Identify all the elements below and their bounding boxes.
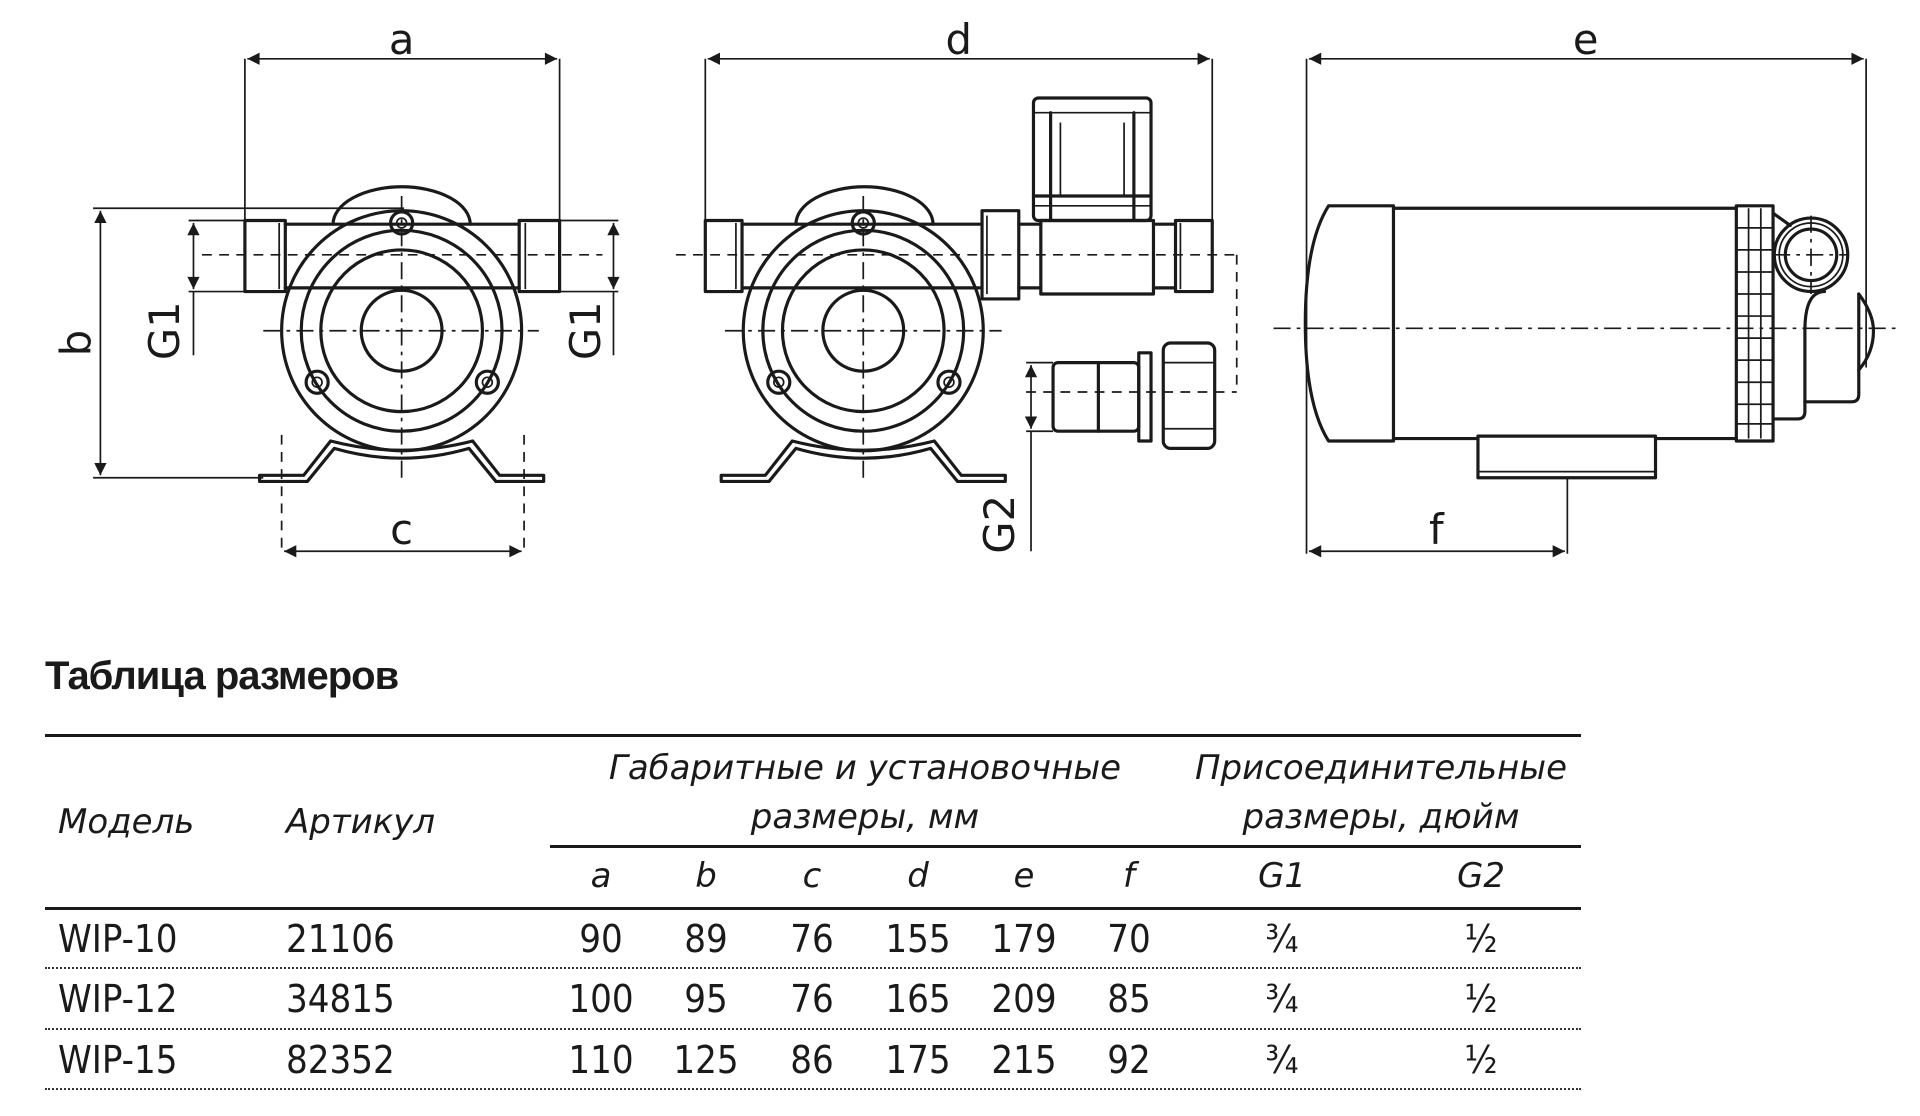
cell-g2: ½ xyxy=(1464,977,1498,1021)
cell-c: 76 xyxy=(790,917,834,961)
col-header-g1: G1 xyxy=(1258,856,1306,896)
subheader-rule xyxy=(550,845,1581,848)
dim-label-d: d xyxy=(946,15,972,64)
table-top-rule xyxy=(45,734,1581,737)
dim-label-a: a xyxy=(389,15,415,64)
col-header-a: a xyxy=(590,856,612,896)
dim-label-c: c xyxy=(390,505,413,554)
col-header-f: f xyxy=(1123,856,1135,896)
cell-a: 110 xyxy=(568,1038,634,1082)
cell-model: WIP-10 xyxy=(58,917,178,961)
row-divider xyxy=(45,1028,1581,1030)
cell-g2: ½ xyxy=(1464,1038,1498,1082)
front-view: a b G1 G1 xyxy=(52,15,620,558)
cell-b: 89 xyxy=(684,917,728,961)
dim-label-f: f xyxy=(1429,505,1445,554)
cell-d: 155 xyxy=(885,917,951,961)
dim-label-g1-left: G1 xyxy=(140,301,189,360)
header-model: Модель xyxy=(58,802,195,842)
col-header-b: b xyxy=(695,856,717,896)
header-connection-line1: Присоединительные xyxy=(1194,748,1568,788)
cell-e: 215 xyxy=(991,1038,1057,1082)
cell-a: 90 xyxy=(579,917,623,961)
side-view: e f xyxy=(1273,15,1898,558)
cell-article: 82352 xyxy=(286,1038,395,1082)
dim-label-b: b xyxy=(52,330,101,356)
header-overall-line2: размеры, мм xyxy=(750,797,980,837)
col-header-e: e xyxy=(1013,856,1035,896)
cell-d: 175 xyxy=(885,1038,951,1082)
cell-e: 179 xyxy=(991,917,1057,961)
col-header-g2: G2 xyxy=(1457,856,1505,896)
cell-article: 21106 xyxy=(286,917,395,961)
table-title: Таблица размеров xyxy=(45,654,399,698)
cell-c: 76 xyxy=(790,977,834,1021)
header-bottom-rule xyxy=(45,907,1581,910)
header-overall-line1: Габаритные и установочные xyxy=(608,748,1122,788)
col-header-c: c xyxy=(802,856,822,896)
dim-label-g1-right: G1 xyxy=(561,301,610,360)
cell-f: 70 xyxy=(1107,917,1151,961)
cell-g1: ¾ xyxy=(1265,917,1299,961)
cell-b: 125 xyxy=(673,1038,739,1082)
cell-c: 86 xyxy=(790,1038,834,1082)
cell-d: 165 xyxy=(885,977,951,1021)
cell-g1: ¾ xyxy=(1265,977,1299,1021)
cell-f: 92 xyxy=(1107,1038,1151,1082)
cell-f: 85 xyxy=(1107,977,1151,1021)
front-view-with-fittings: d xyxy=(675,15,1238,554)
dim-label-g2: G2 xyxy=(975,495,1024,554)
cell-g1: ¾ xyxy=(1265,1038,1299,1082)
header-connection-line2: размеры, дюйм xyxy=(1242,797,1520,837)
header-article: Артикул xyxy=(286,802,436,842)
row-divider xyxy=(45,967,1581,969)
cell-article: 34815 xyxy=(286,977,395,1021)
cell-a: 100 xyxy=(568,977,634,1021)
col-header-d: d xyxy=(907,856,929,896)
cell-b: 95 xyxy=(684,977,728,1021)
cell-model: WIP-12 xyxy=(58,977,178,1021)
row-divider xyxy=(45,1088,1581,1090)
cell-g2: ½ xyxy=(1464,917,1498,961)
cell-e: 209 xyxy=(991,977,1057,1021)
dim-label-e: e xyxy=(1573,15,1599,64)
cell-model: WIP-15 xyxy=(58,1038,178,1082)
